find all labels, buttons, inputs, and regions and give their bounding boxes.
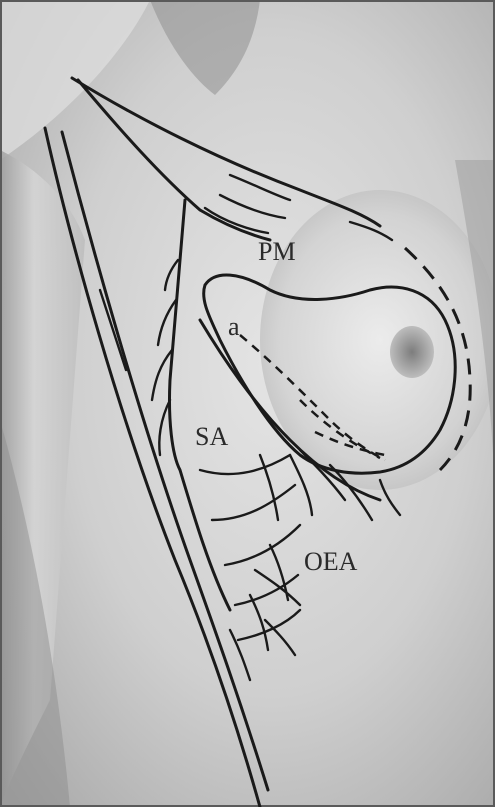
label-pm: PM <box>258 237 296 266</box>
label-a: a <box>228 312 240 341</box>
label-sa: SA <box>195 422 228 451</box>
label-oea: OEA <box>304 547 358 576</box>
areola <box>390 326 434 378</box>
